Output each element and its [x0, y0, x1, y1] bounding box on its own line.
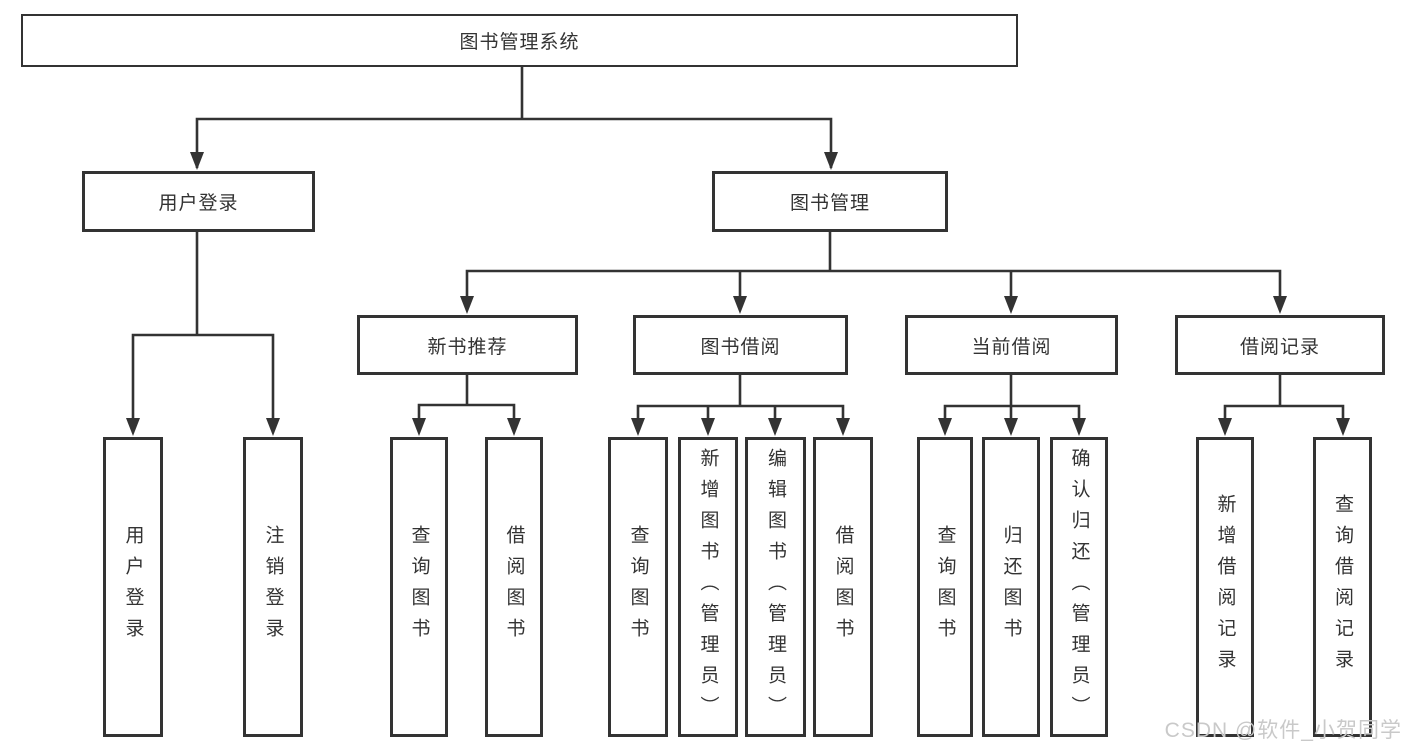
node-leaf-query-books-borrow: 查询图书: [608, 437, 668, 737]
node-label: 查询图书: [408, 525, 430, 649]
node-label: 新增借阅记录: [1214, 494, 1236, 680]
node-label: 注销登录: [262, 525, 284, 649]
node-leaf-logout: 注销登录: [243, 437, 303, 737]
node-book-borrow: 图书借阅: [633, 315, 848, 375]
node-borrow-records: 借阅记录: [1175, 315, 1385, 375]
node-leaf-add-borrow-record: 新增借阅记录: [1196, 437, 1254, 737]
csdn-watermark: CSDN @软件_小贺同学: [1164, 719, 1402, 742]
node-label: 确认归还（管理员）: [1068, 447, 1090, 727]
node-leaf-query-books-recommend: 查询图书: [390, 437, 448, 737]
node-label: 查询图书: [934, 525, 956, 649]
node-new-book-recommend: 新书推荐: [357, 315, 578, 375]
node-library-system: 图书管理系统: [21, 14, 1018, 67]
node-label: 图书管理: [789, 193, 870, 214]
node-leaf-add-books-admin: 新增图书（管理员）: [678, 437, 738, 737]
node-label: 用户登录: [122, 525, 144, 649]
node-book-management: 图书管理: [712, 171, 948, 232]
node-label: 查询借阅记录: [1332, 494, 1353, 680]
node-label: 归还图书: [1000, 525, 1022, 649]
node-label: 借阅图书: [503, 525, 525, 649]
node-label: 借阅记录: [1239, 336, 1320, 358]
node-current-borrow: 当前借阅: [905, 315, 1118, 375]
node-leaf-user-login: 用户登录: [103, 437, 163, 737]
node-label: 新增图书（管理员）: [697, 447, 719, 727]
node-label: 当前借阅: [971, 336, 1052, 358]
node-label: 图书管理系统: [459, 32, 580, 53]
node-leaf-edit-books-admin: 编辑图书（管理员）: [745, 437, 806, 737]
node-label: 查询图书: [627, 525, 649, 649]
node-leaf-borrow-books-recommend: 借阅图书: [485, 437, 543, 737]
node-label: 编辑图书（管理员）: [765, 447, 786, 727]
node-user-login: 用户登录: [82, 171, 315, 232]
node-leaf-borrow-books-borrow: 借阅图书: [813, 437, 873, 737]
node-label: 图书借阅: [700, 336, 781, 358]
node-leaf-confirm-return-admin: 确认归还（管理员）: [1050, 437, 1108, 737]
node-leaf-return-books: 归还图书: [982, 437, 1040, 737]
node-label: 新书推荐: [427, 336, 508, 358]
node-leaf-query-borrow-record: 查询借阅记录: [1313, 437, 1372, 737]
node-label: 借阅图书: [832, 525, 854, 649]
node-label: 用户登录: [158, 193, 239, 214]
node-leaf-query-books-current: 查询图书: [917, 437, 973, 737]
